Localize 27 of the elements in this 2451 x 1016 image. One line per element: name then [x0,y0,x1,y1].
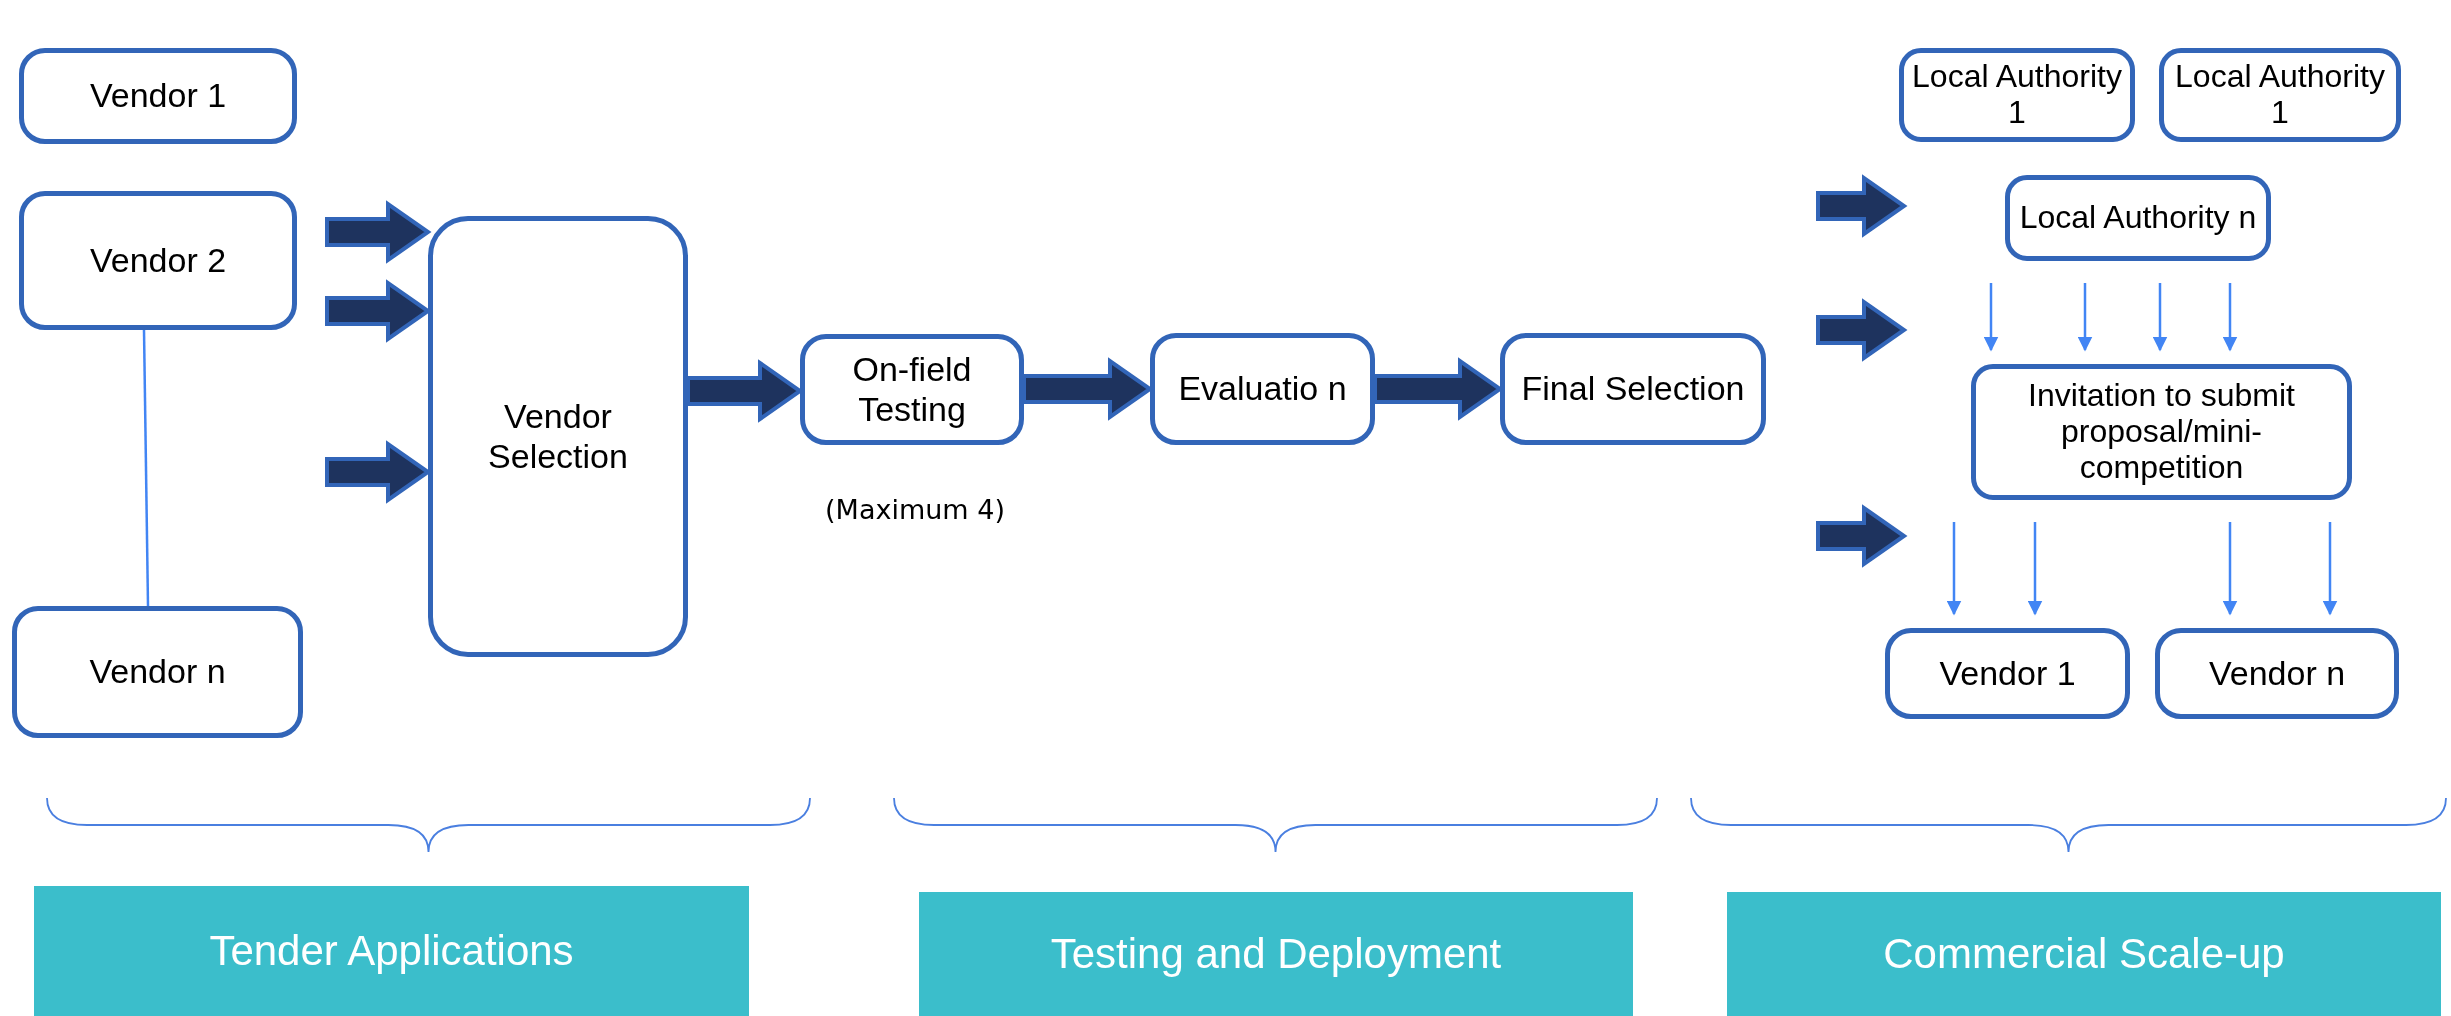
arrow [1983,283,1999,352]
process-box: Vendor 1 [1885,628,2130,719]
process-box: Local Authority 1 [1899,48,2135,142]
process-box: Vendor n [2155,628,2399,719]
process-box: Invitation to submit proposal/mini-competition [1971,364,2352,500]
process-box: Vendor n [12,606,303,738]
arrow [1946,522,1962,616]
process-box: Evaluatio n [1150,333,1375,445]
phase-banner: Tender Applications [34,886,749,1016]
arrow [2077,283,2093,352]
arrow [2027,522,2043,616]
process-box: Vendor 1 [19,48,297,144]
connector-line [142,330,150,606]
arrow [2222,283,2238,352]
process-box: Vendor 2 [19,191,297,330]
process-box: Vendor Selection [428,216,688,657]
process-box: On-field Testing [800,334,1024,445]
arrow [2152,283,2168,352]
arrow [2322,522,2338,616]
process-box: Local Authority 1 [2159,48,2401,142]
note-text: (Maximum 4) [824,493,1006,527]
phase-banner: Testing and Deployment [919,892,1633,1016]
block-arrow [325,200,432,264]
process-box: Final Selection [1500,333,1766,445]
process-box: Local Authority n [2005,175,2271,261]
phase-banner: Commercial Scale-up [1727,892,2441,1016]
arrow [2222,522,2238,616]
